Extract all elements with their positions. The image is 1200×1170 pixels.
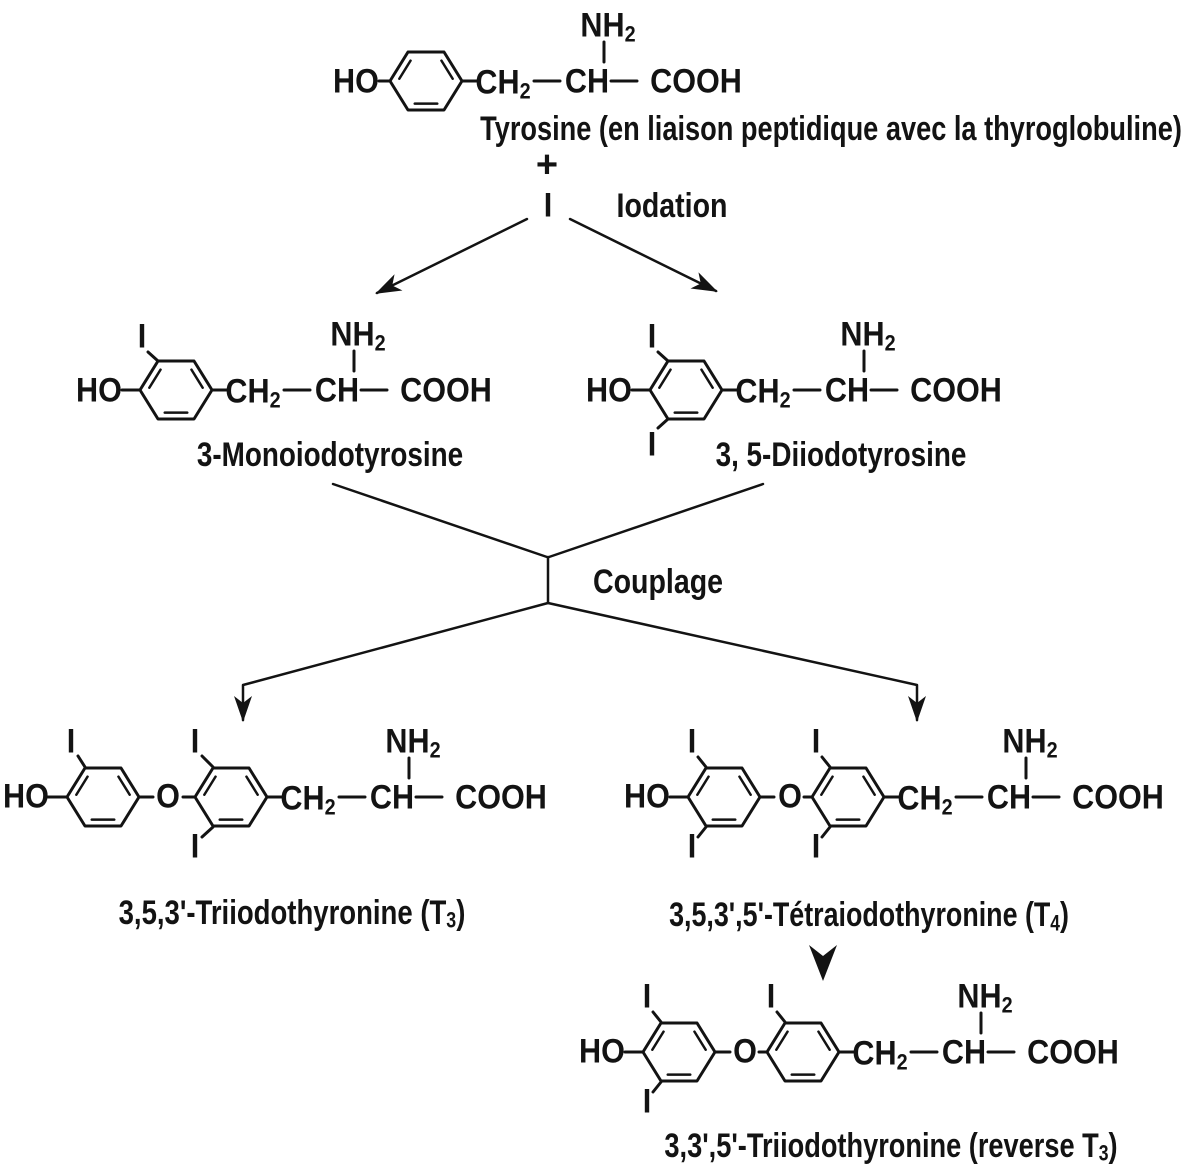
dit-caption: 3, 5-Diiodotyrosine	[716, 435, 967, 473]
t3-bonds	[46, 754, 444, 839]
rt3-phenol-ring	[641, 1021, 717, 1083]
coupling-line-from-mit	[331, 482, 549, 559]
t4-caption: 3,5,3',5'-Tétraiodothyronine (T4)	[669, 896, 1069, 936]
dit-iodine-bottom-label: I	[648, 425, 656, 463]
t4-ch2-label: CH2	[897, 779, 952, 819]
t4-ch-label: CH	[987, 778, 1031, 816]
t3-cooh-label: COOH	[455, 778, 547, 816]
tyrosine-hydroxyl-label: HO	[333, 62, 379, 100]
rt3-iodine-3prime-label: I	[643, 977, 651, 1015]
mit-ch-label: CH	[315, 371, 359, 409]
t4-iodine-5-label: I	[812, 827, 820, 865]
rt3-caption: 3,3',5'-Triiodothyronine (reverse T3)	[664, 1126, 1117, 1166]
tyrosine-bonds	[377, 40, 639, 83]
dit-cooh-label: COOH	[910, 371, 1002, 409]
iodation-arrow-left	[375, 217, 529, 295]
dit-hydroxyl-label: HO	[586, 371, 632, 409]
tyrosine-ch2-label: CH2	[475, 63, 530, 103]
tyrosine-cooh-label: COOH	[650, 62, 742, 100]
t3-iodine-3-label: I	[191, 722, 199, 760]
rt3-hydroxyl-label: HO	[579, 1032, 625, 1070]
mit-benzene-ring	[138, 359, 214, 421]
dit-nh2-label: NH2	[840, 315, 895, 355]
tyrosine-ch-label: CH	[565, 62, 609, 100]
mit-ch2-label: CH2	[225, 372, 280, 412]
iodation-step-label: Iodation	[617, 186, 728, 224]
t4-inner-ring	[810, 766, 886, 828]
mit-iodine-label: I	[138, 317, 146, 355]
t4-ether-oxygen-label: O	[778, 777, 802, 815]
t3-inner-ring	[193, 766, 269, 828]
t3-iodine-5-label: I	[191, 827, 199, 865]
t3-nh2-label: NH2	[385, 722, 440, 762]
rt3-iodine-5prime-label: I	[643, 1082, 651, 1120]
t3-iodine-3prime-label: I	[67, 722, 75, 760]
t4-iodine-3-label: I	[812, 722, 820, 760]
rt3-ch-label: CH	[942, 1033, 986, 1071]
mit-bonds	[120, 349, 389, 392]
coupling-arrow-to-t3	[234, 601, 550, 722]
t4-to-rt3-arrowhead	[809, 945, 837, 981]
mit-nh2-label: NH2	[330, 315, 385, 355]
rt3-cooh-label: COOH	[1027, 1033, 1119, 1071]
dit-bonds	[630, 349, 899, 430]
iodine-reactant-label: I	[544, 186, 552, 224]
coupling-line-from-dit	[547, 482, 765, 559]
rt3-inner-ring	[765, 1021, 841, 1083]
rt3-iodine-3-label: I	[767, 977, 775, 1015]
rt3-ch2-label: CH2	[852, 1034, 907, 1074]
couplage-step-label: Couplage	[593, 562, 723, 600]
tyrosine-benzene-ring	[388, 50, 464, 112]
t4-iodine-5prime-label: I	[688, 827, 696, 865]
rt3-nh2-label: NH2	[957, 977, 1012, 1017]
t4-phenol-ring	[686, 766, 762, 828]
dit-ch2-label: CH2	[735, 372, 790, 412]
t4-bonds	[668, 755, 1061, 839]
dit-iodine-top-label: I	[648, 317, 656, 355]
mit-cooh-label: COOH	[400, 371, 492, 409]
mit-hydroxyl-label: HO	[76, 371, 122, 409]
t3-ether-oxygen-label: O	[156, 777, 180, 815]
t4-cooh-label: COOH	[1072, 778, 1164, 816]
mit-caption: 3-Monoiodotyrosine	[197, 435, 463, 473]
t4-nh2-label: NH2	[1002, 722, 1057, 762]
tyrosine-nh2-label: NH2	[580, 6, 635, 46]
t3-ch-label: CH	[370, 778, 414, 816]
t4-iodine-3prime-label: I	[688, 722, 696, 760]
rt3-ether-oxygen-label: O	[733, 1032, 757, 1070]
t3-caption: 3,5,3'-Triiodothyronine (T3)	[119, 893, 466, 933]
rt3-bonds	[623, 1010, 1016, 1094]
iodation-arrow-right	[568, 217, 718, 293]
tyrosine-caption: Tyrosine (en liaison peptidique avec la …	[480, 109, 1182, 148]
plus-sign: +	[536, 144, 558, 186]
coupling-arrow-to-t4	[546, 601, 926, 722]
t3-phenol-ring	[65, 766, 141, 828]
t3-hydroxyl-label: HO	[3, 777, 49, 815]
dit-ch-label: CH	[825, 371, 869, 409]
t4-hydroxyl-label: HO	[624, 777, 670, 815]
t3-ch2-label: CH2	[280, 779, 335, 819]
dit-benzene-ring	[648, 359, 724, 421]
